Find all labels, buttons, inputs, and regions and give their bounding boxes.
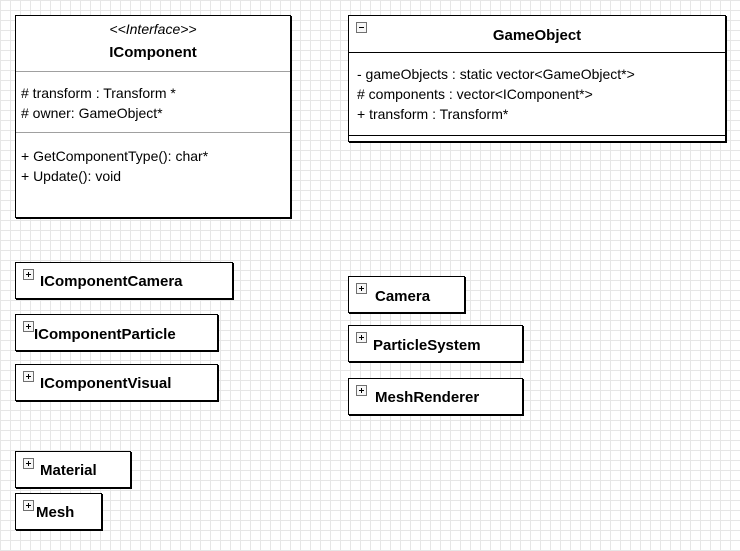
stereotype-label: <<Interface>> xyxy=(109,21,197,37)
compartment-divider xyxy=(16,132,290,133)
class-name: IComponentCamera xyxy=(40,273,183,290)
class-material[interactable]: Material xyxy=(15,451,131,488)
compartment-divider xyxy=(349,135,725,136)
class-name: ParticleSystem xyxy=(373,337,481,354)
attribute-components: # components : vector<IComponent*> xyxy=(357,86,593,102)
class-mesh[interactable]: Mesh xyxy=(15,493,102,530)
class-particlesystem[interactable]: ParticleSystem xyxy=(348,325,523,362)
expand-icon[interactable] xyxy=(23,269,34,280)
class-name: IComponentParticle xyxy=(34,326,176,343)
operation-update: + Update(): void xyxy=(21,168,121,184)
class-name: Camera xyxy=(375,288,431,305)
expand-icon[interactable] xyxy=(356,283,367,294)
attribute-transform: # transform : Transform * xyxy=(21,85,176,101)
class-name: MeshRenderer xyxy=(375,389,480,406)
class-name: GameObject xyxy=(492,27,582,44)
class-icomponentvisual[interactable]: IComponentVisual xyxy=(15,364,218,401)
collapse-icon[interactable] xyxy=(356,22,367,33)
expand-icon[interactable] xyxy=(356,385,367,396)
operation-getcomponenttype: + GetComponentType(): char* xyxy=(21,148,209,164)
class-name: IComponent xyxy=(109,44,197,61)
attribute-gameobjects: - gameObjects : static vector<GameObject… xyxy=(357,66,635,82)
expand-icon[interactable] xyxy=(356,332,367,343)
attribute-transform: + transform : Transform* xyxy=(357,106,509,122)
class-camera[interactable]: Camera xyxy=(348,276,465,313)
class-icomponent[interactable]: <<Interface>> IComponent # transform : T… xyxy=(15,15,291,218)
class-icomponentcamera[interactable]: IComponentCamera xyxy=(15,262,233,299)
compartment-divider xyxy=(16,71,290,72)
class-icomponentparticle[interactable]: IComponentParticle xyxy=(15,314,218,351)
class-name: Mesh xyxy=(36,504,75,521)
expand-icon[interactable] xyxy=(23,458,34,469)
class-meshrenderer[interactable]: MeshRenderer xyxy=(348,378,523,415)
class-gameobject[interactable]: GameObject - gameObjects : static vector… xyxy=(348,15,726,142)
expand-icon[interactable] xyxy=(23,371,34,382)
expand-icon[interactable] xyxy=(23,500,34,511)
class-name: Material xyxy=(40,462,97,479)
expand-icon[interactable] xyxy=(23,321,34,332)
compartment-divider xyxy=(349,52,725,53)
attribute-owner: # owner: GameObject* xyxy=(21,105,163,121)
class-name: IComponentVisual xyxy=(40,375,172,392)
